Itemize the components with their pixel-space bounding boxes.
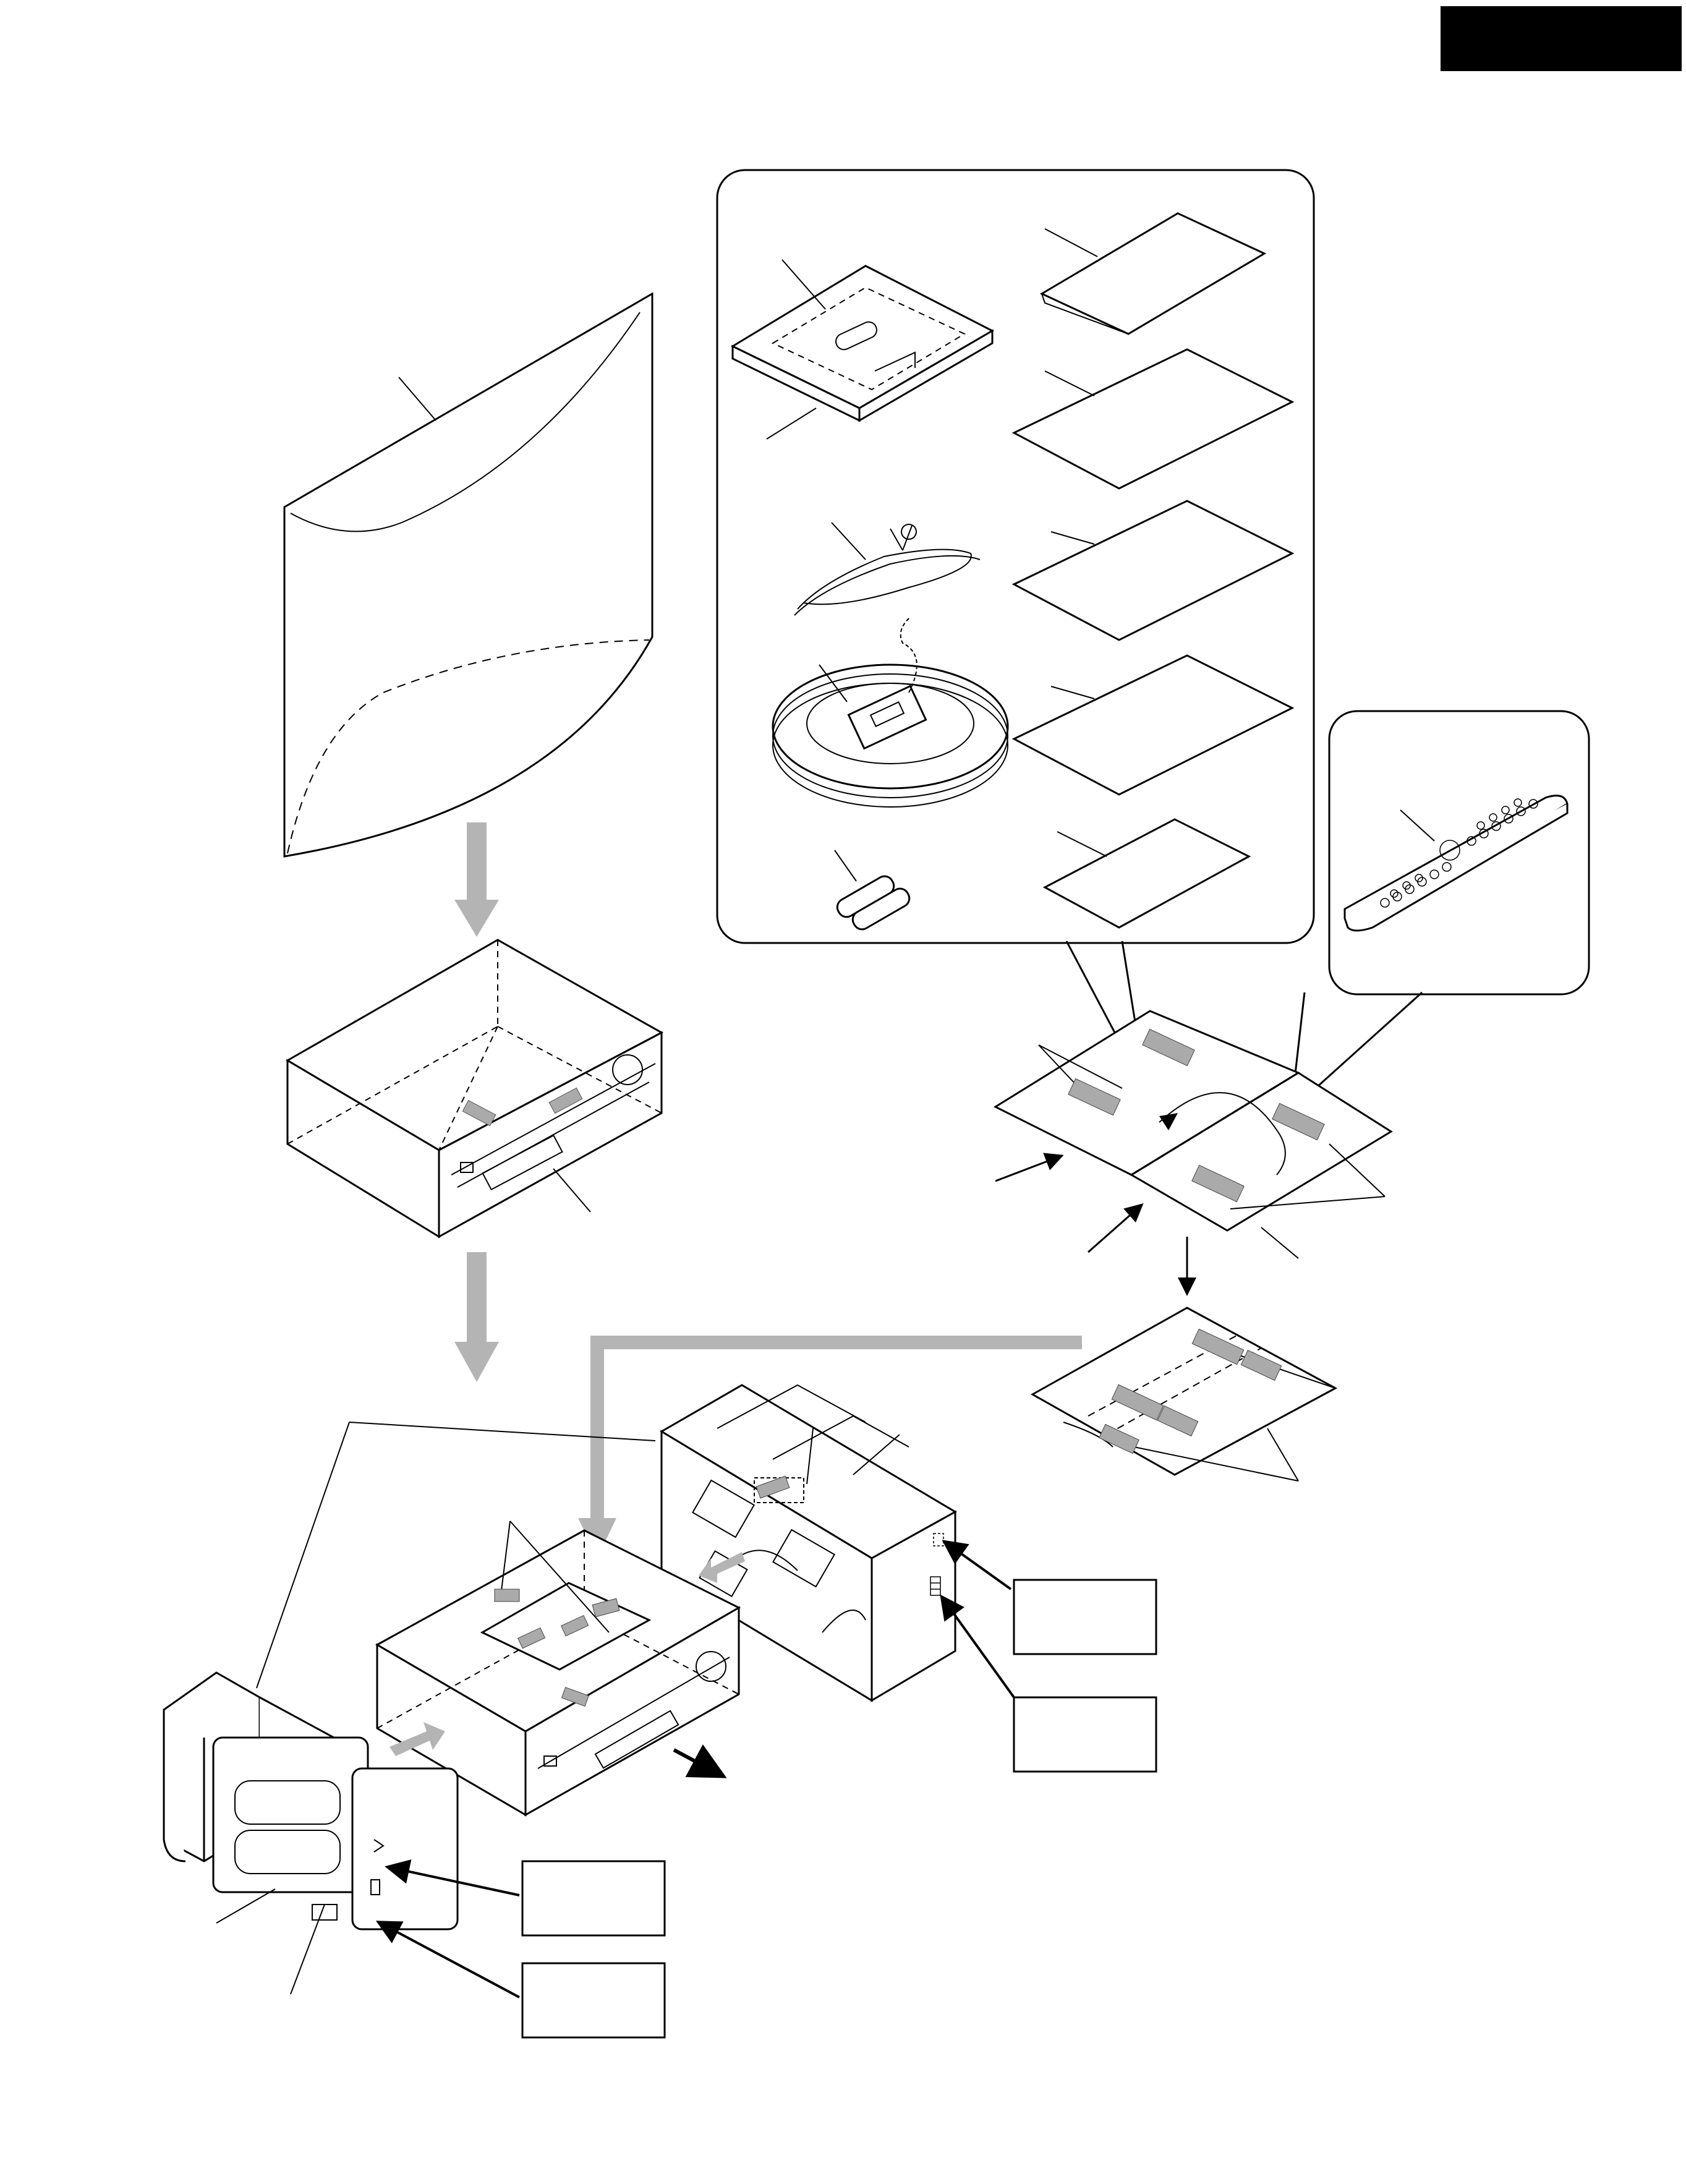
black-arrow: [673, 1744, 727, 1778]
callout-boxes: [521, 1579, 1157, 2039]
callout-box-1: [1013, 1579, 1157, 1655]
fm-antenna: [794, 522, 981, 616]
tape-piece: [1099, 1328, 1282, 1454]
receiver-unit: [286, 939, 664, 1239]
cd-sleeve: [730, 259, 995, 440]
remote-buttons: [1380, 798, 1538, 908]
am-loop-antenna: [772, 618, 1009, 808]
gray-arrow-1: [454, 822, 499, 937]
gray-arrow-5: [390, 1722, 445, 1756]
remote-controller: [1291, 710, 1590, 1105]
black-arrow: [375, 1921, 520, 1998]
tape-piece: [494, 1589, 620, 1707]
sheet-5: [1042, 818, 1251, 929]
poly-bag: [283, 292, 654, 858]
black-arrow: [942, 1540, 1012, 1590]
leader-line: [256, 1422, 350, 1689]
instruction-sheets: [1011, 212, 1295, 929]
header-block: [1441, 6, 1682, 71]
sheet-2: [1011, 348, 1295, 490]
tape-piece: [1068, 1028, 1325, 1203]
tape-piece: [462, 1087, 583, 1127]
black-arrow: [385, 1859, 520, 1896]
packing-sheet-folded: [1030, 1307, 1338, 1482]
black-arrow: [940, 1594, 1015, 1699]
batteries: [834, 850, 911, 931]
leader-line: [349, 1422, 656, 1441]
callout-box-2: [1013, 1696, 1157, 1773]
callout-box-4: [521, 1962, 666, 2039]
black-arrow: [1088, 1203, 1144, 1253]
packing-cushion-right: [660, 1384, 958, 1702]
black-arrow: [995, 1153, 1064, 1182]
callout-box-3: [521, 1860, 666, 1937]
tape-piece: [756, 1475, 790, 1499]
sheet-3: [1011, 500, 1295, 641]
packing-sheet-unfolded: [993, 1010, 1393, 1259]
sheet-1: [1039, 212, 1267, 335]
sheet-4: [1011, 654, 1295, 796]
gray-arrow-4: [699, 1552, 745, 1583]
packing-cushion-left: [163, 1671, 459, 1995]
gray-arrow-2: [454, 1252, 499, 1382]
